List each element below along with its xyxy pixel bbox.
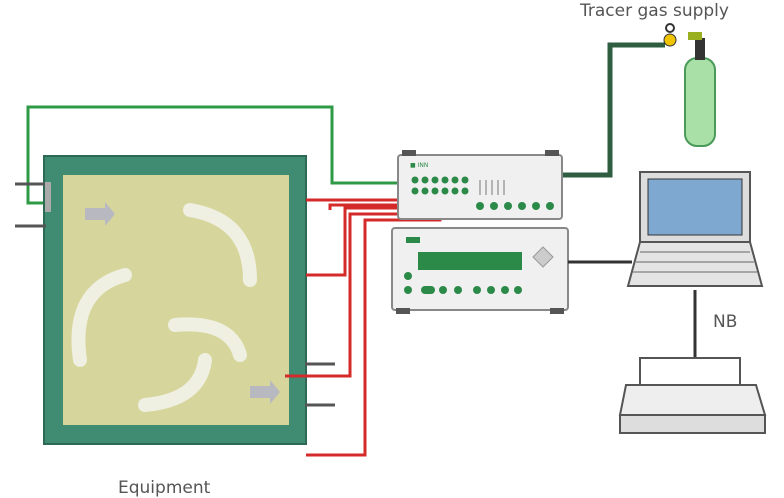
printer-icon <box>618 357 767 434</box>
gas-cylinder-icon <box>663 23 716 147</box>
outlet-arrow-icon <box>250 380 280 404</box>
photoacoustic-gas-monitor <box>391 227 569 314</box>
equipment-label: Equipment <box>118 478 211 498</box>
svg-text:■ INN: ■ INN <box>410 162 428 169</box>
tracer-gas-supply-label: Tracer gas supply <box>580 1 729 21</box>
dosing-tube <box>26 105 412 205</box>
supply-tube <box>562 42 665 178</box>
laptop-icon <box>626 171 764 287</box>
multipoint-sampler: ■ INN <box>397 150 563 220</box>
airflow-arrows-icon <box>71 203 257 412</box>
nb-label: NB <box>713 312 738 332</box>
equipment-chamber <box>15 155 335 445</box>
inlet-arrow-icon <box>85 202 115 226</box>
